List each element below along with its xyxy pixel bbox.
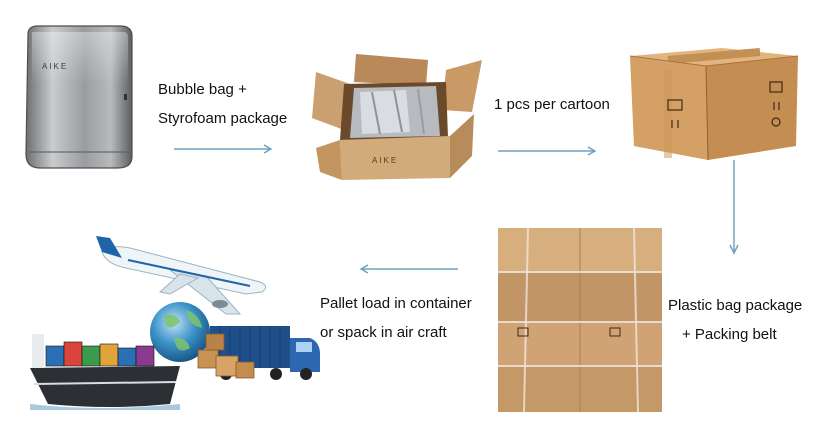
open-carton-image: AIKE [310,52,484,180]
wrapped-pallet-image [498,228,662,412]
step-pallet-load-label: Pallet load in container or spack in air… [320,295,472,341]
arrow-right-icon [174,143,278,155]
step-bubble-bag-label: Bubble bag + Styrofoam package [158,81,288,127]
arrow-right-icon [498,145,602,157]
hand-dryer-image: AIKE [20,24,138,170]
step-per-carton-label: 1 pcs per cartoon [494,96,610,113]
carton-logo: AIKE [372,156,399,165]
product-logo: AIKE [42,62,69,71]
closed-carton-image [628,26,802,162]
arrow-down-icon [727,160,741,256]
step-plastic-bag-label: Plastic bag package + Packing belt [668,297,803,343]
logistics-scene-image [30,234,322,410]
arrow-left-icon [354,263,458,275]
